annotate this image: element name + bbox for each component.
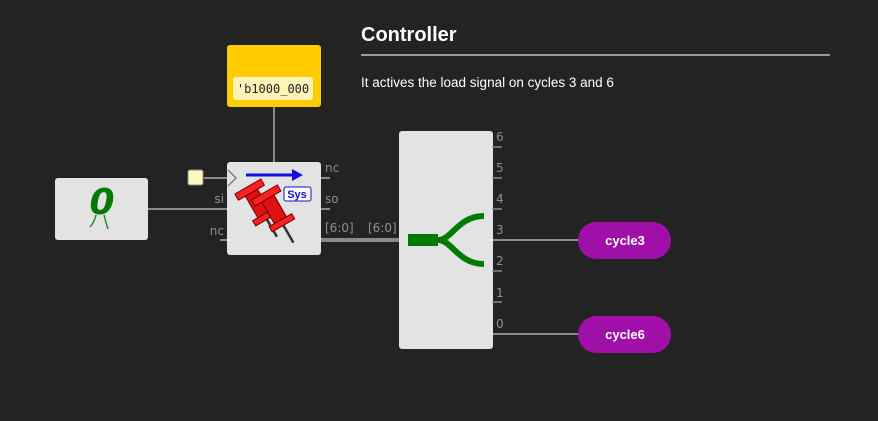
output-cycle6[interactable]: cycle6 — [578, 316, 671, 353]
diagram-title: Controller — [361, 24, 457, 46]
bit-label-4: 4 — [496, 192, 504, 206]
output-cycle6-label: cycle6 — [605, 327, 645, 342]
bit-label-6: 6 — [496, 130, 504, 144]
bit-label-1: 1 — [496, 286, 504, 300]
sys-badge — [283, 186, 312, 202]
splitter-icon — [408, 213, 485, 267]
port-nc-left-label: nc — [210, 224, 224, 238]
clock-input-square[interactable] — [187, 169, 204, 186]
splitter-ticks — [492, 146, 502, 303]
title-rule — [361, 54, 830, 56]
diagram-description: It actives the load signal on cycles 3 a… — [361, 75, 614, 90]
zero-block[interactable]: 0 — [55, 178, 148, 240]
counter-block[interactable]: Sys — [227, 162, 321, 255]
arrow-icon — [246, 169, 303, 181]
splitter-block[interactable] — [399, 131, 493, 349]
bit-label-3: 3 — [496, 223, 504, 237]
pushpin-icon — [234, 178, 296, 244]
bit-label-2: 2 — [496, 254, 504, 268]
bus-label-in: [6:0] — [368, 221, 397, 235]
port-so-label: so — [325, 192, 339, 206]
wires — [148, 106, 580, 335]
zero-legs-icon — [89, 214, 109, 230]
splitter-trunk-icon — [408, 234, 438, 246]
constant-value-box — [233, 77, 313, 100]
output-cycle3-label: cycle3 — [605, 233, 645, 248]
output-cycle3[interactable]: cycle3 — [578, 222, 671, 259]
port-nc-right-label: nc — [325, 161, 339, 175]
bit-label-0: 0 — [496, 317, 504, 331]
bus-label-out: [6:0] — [325, 221, 354, 235]
constant-value: 'b1000_000 — [237, 82, 309, 96]
zero-glyph: 0 — [89, 182, 114, 223]
bit-label-5: 5 — [496, 161, 504, 175]
constant-block[interactable]: 'b1000_000 — [227, 45, 321, 107]
sys-badge-label: Sys — [287, 189, 307, 201]
port-si-label: si — [214, 192, 224, 206]
clock-edge-icon — [227, 169, 237, 187]
